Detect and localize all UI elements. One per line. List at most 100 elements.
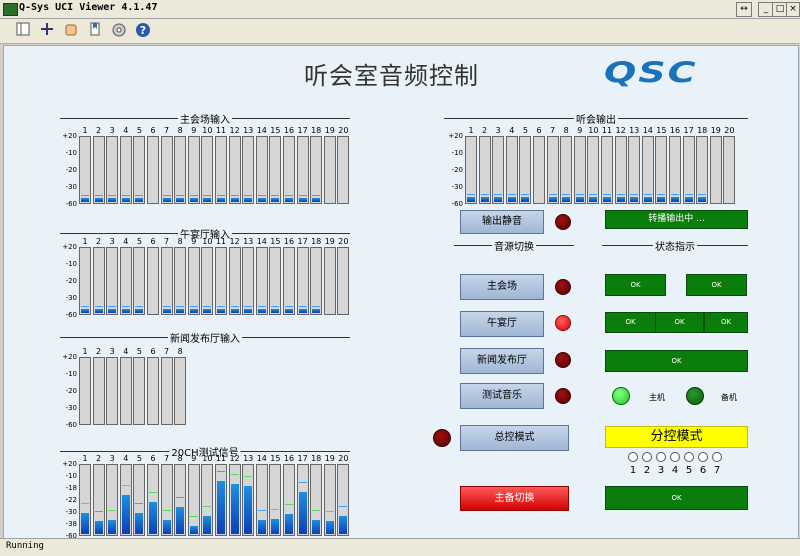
level-meter — [709, 136, 722, 204]
settings-icon[interactable] — [110, 22, 128, 40]
level-meter — [255, 136, 268, 204]
main-input-divider: 主会场输入 — [60, 111, 350, 126]
meter-peak — [217, 195, 225, 196]
channel-number: 15 — [656, 126, 667, 135]
meter-scale-label: -10 — [451, 149, 463, 157]
meter-fill — [121, 198, 130, 202]
channel-number: 16 — [669, 126, 681, 135]
meter-fill — [312, 198, 321, 202]
status-ok-7: OK — [605, 486, 748, 510]
meter-peak — [325, 511, 334, 512]
channel-number: 16 — [283, 126, 295, 135]
meter-peak — [176, 306, 185, 307]
meter-scale-label: -30 — [65, 294, 77, 302]
meter-fill — [562, 197, 571, 202]
meter-peak — [630, 194, 639, 195]
meter-fill — [298, 492, 307, 534]
channel-number: 3 — [109, 347, 115, 356]
channel-number: 4 — [123, 126, 129, 135]
channel-number: 9 — [191, 237, 197, 246]
mode-radio-label: 5 — [685, 465, 693, 476]
meter-scale-label: -60 — [65, 311, 77, 319]
meter-fill — [285, 309, 293, 313]
level-meter — [573, 136, 586, 204]
close-button[interactable]: × — [786, 2, 800, 17]
channel-number: 7 — [164, 237, 170, 246]
meter-peak — [94, 511, 103, 512]
mode-radio-button[interactable] — [628, 452, 638, 462]
meter-scale-label: -18 — [65, 484, 77, 492]
channel-number: 13 — [243, 126, 254, 135]
meter-fill — [189, 198, 198, 202]
level-meter — [242, 464, 255, 536]
mode-radio-button[interactable] — [670, 452, 680, 462]
meter-scale-label: -10 — [65, 370, 77, 378]
meter-peak — [507, 194, 516, 195]
status-ok-3: OK — [605, 312, 656, 333]
channel-number: 13 — [243, 454, 254, 463]
meter-scale-label: -60 — [451, 200, 463, 208]
main-standby-switch-button[interactable]: 主备切换 — [460, 486, 569, 511]
restore-icon[interactable]: ↔ — [736, 2, 752, 17]
meter-peak — [189, 195, 198, 196]
channel-number: 12 — [229, 126, 240, 135]
move-icon[interactable] — [38, 22, 56, 40]
meter-peak — [162, 195, 171, 196]
mode-radio-button[interactable] — [684, 452, 694, 462]
meter-peak — [121, 485, 130, 486]
level-meter — [160, 136, 173, 204]
channel-number: 13 — [243, 237, 254, 246]
channel-number: 5 — [522, 126, 528, 135]
meter-peak — [135, 306, 144, 307]
source-press-button[interactable]: 新闻发布厅 — [460, 348, 544, 374]
meter-peak — [285, 195, 293, 196]
source-banquet-button[interactable]: 午宴厅 — [460, 311, 544, 337]
level-meter — [641, 136, 654, 204]
master-mode-button[interactable]: 总控模式 — [460, 425, 569, 451]
channel-number: 12 — [229, 454, 240, 463]
mode-radio-button[interactable] — [656, 452, 666, 462]
channel-number: 17 — [297, 237, 308, 246]
channel-number: 1 — [82, 237, 88, 246]
meter-fill — [244, 486, 253, 534]
level-meter — [174, 357, 187, 425]
level-meter — [310, 136, 323, 204]
channel-number: 11 — [215, 126, 227, 135]
hand-icon[interactable] — [62, 22, 80, 40]
meter-scale-label: -30 — [65, 183, 77, 191]
level-meter — [614, 136, 627, 204]
meter-scale-label: -10 — [65, 472, 77, 480]
bookmark-icon[interactable] — [86, 22, 104, 40]
help-icon[interactable]: ? — [134, 22, 152, 40]
status-ok-1: OK — [605, 274, 666, 296]
meter-peak — [589, 194, 598, 195]
level-meter — [106, 247, 119, 315]
level-meter — [119, 357, 132, 425]
output-mute-button[interactable]: 输出静音 — [460, 210, 544, 234]
level-meter — [696, 136, 709, 204]
meter-peak — [108, 510, 117, 511]
channel-number: 4 — [123, 454, 129, 463]
mode-radio-button[interactable] — [698, 452, 708, 462]
meter-fill — [217, 198, 225, 202]
layout-icon[interactable] — [14, 22, 32, 40]
mode-radio-button[interactable] — [712, 452, 722, 462]
banquet-input-label: 午宴厅输入 — [178, 226, 232, 241]
channel-number: 12 — [229, 237, 240, 246]
level-meter — [296, 136, 309, 204]
channel-number: 3 — [109, 454, 115, 463]
channel-number: 2 — [482, 126, 488, 135]
level-meter — [283, 136, 295, 204]
source-main-button[interactable]: 主会场 — [460, 274, 544, 300]
meter-peak — [285, 306, 293, 307]
meter-fill — [271, 198, 280, 202]
meter-scale-label: -38 — [65, 520, 77, 528]
meter-fill — [548, 197, 557, 202]
source-test-button[interactable]: 测试音乐 — [460, 383, 544, 409]
mode-radio-button[interactable] — [642, 452, 652, 462]
channel-number: 10 — [202, 237, 213, 246]
channel-number: 18 — [311, 454, 322, 463]
channel-number: 1 — [82, 347, 88, 356]
meter-scale-label: -20 — [65, 166, 77, 174]
channel-number: 20 — [724, 126, 735, 135]
